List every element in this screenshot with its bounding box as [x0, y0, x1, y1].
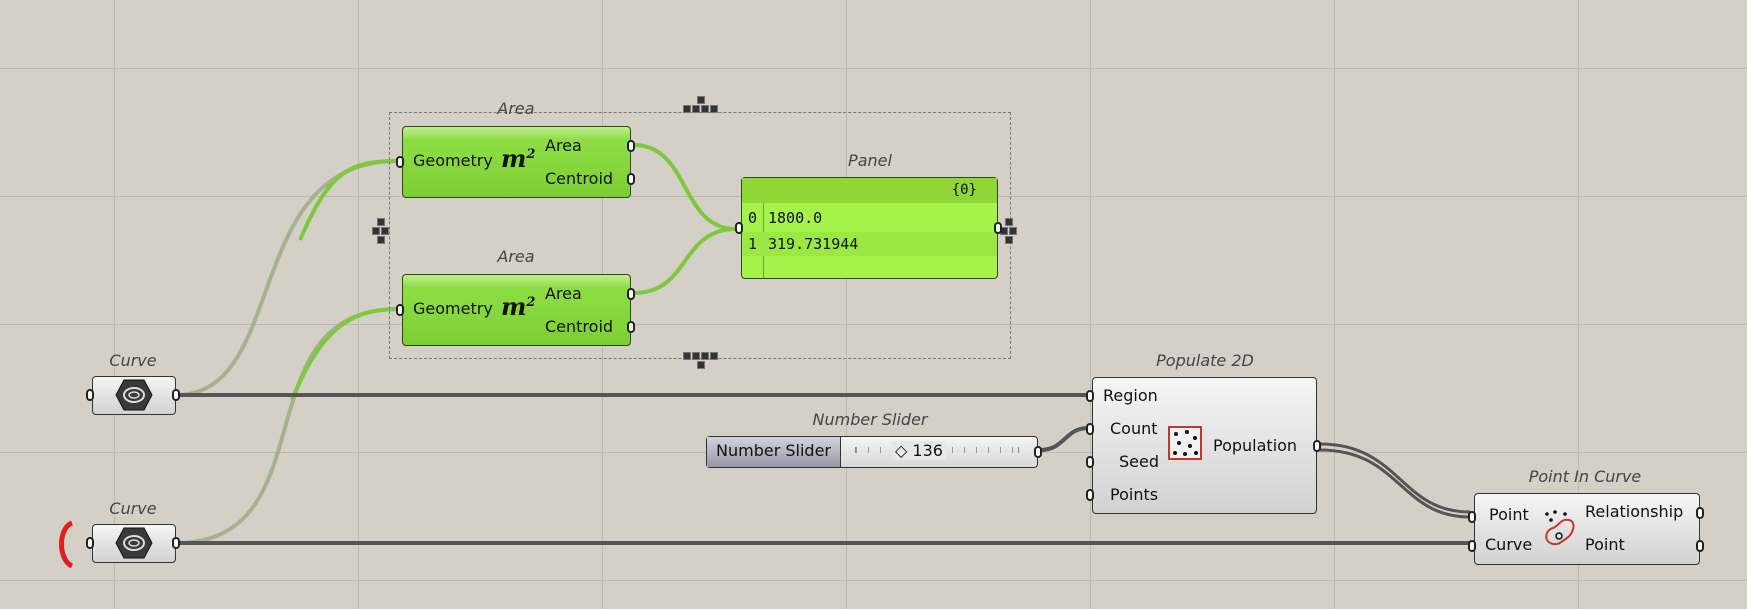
area-bottom-geometry-input[interactable]: [396, 304, 404, 316]
point-in-curve-relationship-output[interactable]: [1696, 507, 1704, 519]
populate2d-points-label: Points: [1110, 485, 1159, 504]
group-handle-bottom[interactable]: [683, 352, 718, 369]
point-in-curve-point-output-label: Point: [1585, 535, 1625, 554]
area-bottom-area-label: Area: [545, 284, 582, 303]
panel-row-0-index: 0: [748, 209, 758, 227]
area-bottom-centroid-output[interactable]: [627, 321, 635, 333]
point-in-curve-title: Point In Curve: [1528, 467, 1642, 486]
wire-area-top-to-panel: [633, 143, 737, 231]
m2-area-icon: m2: [501, 292, 536, 321]
point-in-curve-component[interactable]: Point Curve Relationship Point: [1468, 493, 1704, 565]
area-bottom-geometry-label: Geometry: [413, 299, 493, 318]
populate2d-population-output[interactable]: [1313, 440, 1321, 452]
number-slider-value-text: 136: [912, 441, 943, 460]
curve-top-output[interactable]: [172, 389, 180, 401]
area-component-bottom[interactable]: Geometry m2 Area Centroid: [396, 274, 635, 346]
curve-param-top[interactable]: [86, 376, 180, 415]
point-in-curve-point-output[interactable]: [1696, 540, 1704, 552]
area-bottom-centroid-label: Centroid: [545, 317, 614, 336]
number-slider-label: Number Slider: [707, 437, 841, 467]
area-top-centroid-output[interactable]: [627, 173, 635, 185]
curve-bottom-input[interactable]: [86, 537, 94, 549]
populate2d-points-input[interactable]: [1086, 489, 1094, 501]
populate2d-count-input[interactable]: [1086, 423, 1094, 435]
wire-population-to-point-2: [1319, 448, 1471, 519]
panel-path-label: {0}: [951, 182, 977, 198]
wire-curve-top-to-area-top-active: [298, 159, 399, 241]
area-top-title: Area: [497, 99, 535, 118]
area-top-geometry-label: Geometry: [413, 151, 493, 170]
number-slider-title: Number Slider: [812, 410, 928, 429]
panel-row-1: 1 319.731944: [742, 232, 997, 256]
populate2d-population-label: Population: [1213, 436, 1298, 455]
selection-bracket-icon: [59, 520, 74, 569]
m2-area-icon: m2: [501, 144, 536, 173]
number-slider-output[interactable]: [1034, 446, 1042, 458]
panel-header: [742, 178, 997, 203]
wire-area-bottom-to-panel: [633, 227, 737, 295]
number-slider-value[interactable]: ◇ 136: [892, 441, 946, 460]
area-top-area-label: Area: [545, 136, 582, 155]
point-in-curve-relationship-label: Relationship: [1585, 502, 1684, 521]
panel-row-1-value: 319.731944: [768, 235, 859, 253]
wire-population-to-point: [1319, 442, 1471, 514]
panel-input[interactable]: [735, 222, 743, 234]
point-in-curve-point-input[interactable]: [1468, 511, 1476, 523]
group-handle-right[interactable]: [1000, 218, 1017, 244]
component-group[interactable]: [389, 112, 1011, 359]
area-top-geometry-input[interactable]: [396, 156, 404, 168]
curve-param-icon: [115, 379, 153, 411]
populate2d-component[interactable]: Region Count Seed Points Population: [1086, 377, 1321, 514]
point-in-curve-point-label: Point: [1489, 505, 1529, 524]
populate-2d-icon: [1168, 426, 1202, 460]
slider-grip-icon: ◇: [895, 441, 913, 460]
populate2d-title: Populate 2D: [1156, 351, 1254, 370]
panel-output[interactable]: [994, 222, 1002, 234]
panel-component[interactable]: {0} 0 1800.0 1 319.731944: [735, 177, 1002, 279]
group-handle-left[interactable]: [372, 218, 389, 244]
populate2d-seed-input[interactable]: [1086, 456, 1094, 468]
populate2d-seed-label: Seed: [1119, 452, 1159, 471]
curve-param-icon: [115, 527, 153, 559]
curve-param-bottom[interactable]: [86, 524, 180, 563]
area-component-top[interactable]: Geometry m2 Area Centroid: [396, 126, 635, 198]
panel-row-1-index: 1: [748, 235, 758, 253]
curve-bottom-output[interactable]: [172, 537, 180, 549]
populate2d-region-label: Region: [1103, 386, 1158, 405]
wire-curve-bottom-to-area-bottom-active: [290, 307, 399, 401]
point-in-curve-curve-label: Curve: [1485, 535, 1533, 554]
wire-slider-to-count: [1039, 426, 1089, 452]
area-top-area-output[interactable]: [627, 140, 635, 152]
number-slider[interactable]: Number Slider ◇ 136: [706, 436, 1042, 468]
point-in-curve-icon: [1545, 510, 1575, 546]
curve-top-title: Curve: [109, 351, 157, 370]
curve-bottom-title: Curve: [109, 499, 157, 518]
panel-row-0: 0 1800.0: [742, 206, 997, 230]
panel-row-0-value: 1800.0: [768, 209, 823, 227]
wire-curve-bottom-to-area-bottom: [175, 307, 399, 545]
area-bottom-area-output[interactable]: [627, 288, 635, 300]
curve-top-input[interactable]: [86, 389, 94, 401]
group-handle-top[interactable]: [683, 96, 718, 113]
populate2d-region-input[interactable]: [1086, 390, 1094, 402]
point-in-curve-curve-input[interactable]: [1468, 540, 1476, 552]
area-bottom-title: Area: [497, 247, 535, 266]
area-top-centroid-label: Centroid: [545, 169, 614, 188]
panel-title: Panel: [848, 151, 892, 170]
populate2d-count-label: Count: [1110, 419, 1158, 438]
wire-curve-top-to-area-top: [175, 159, 399, 397]
